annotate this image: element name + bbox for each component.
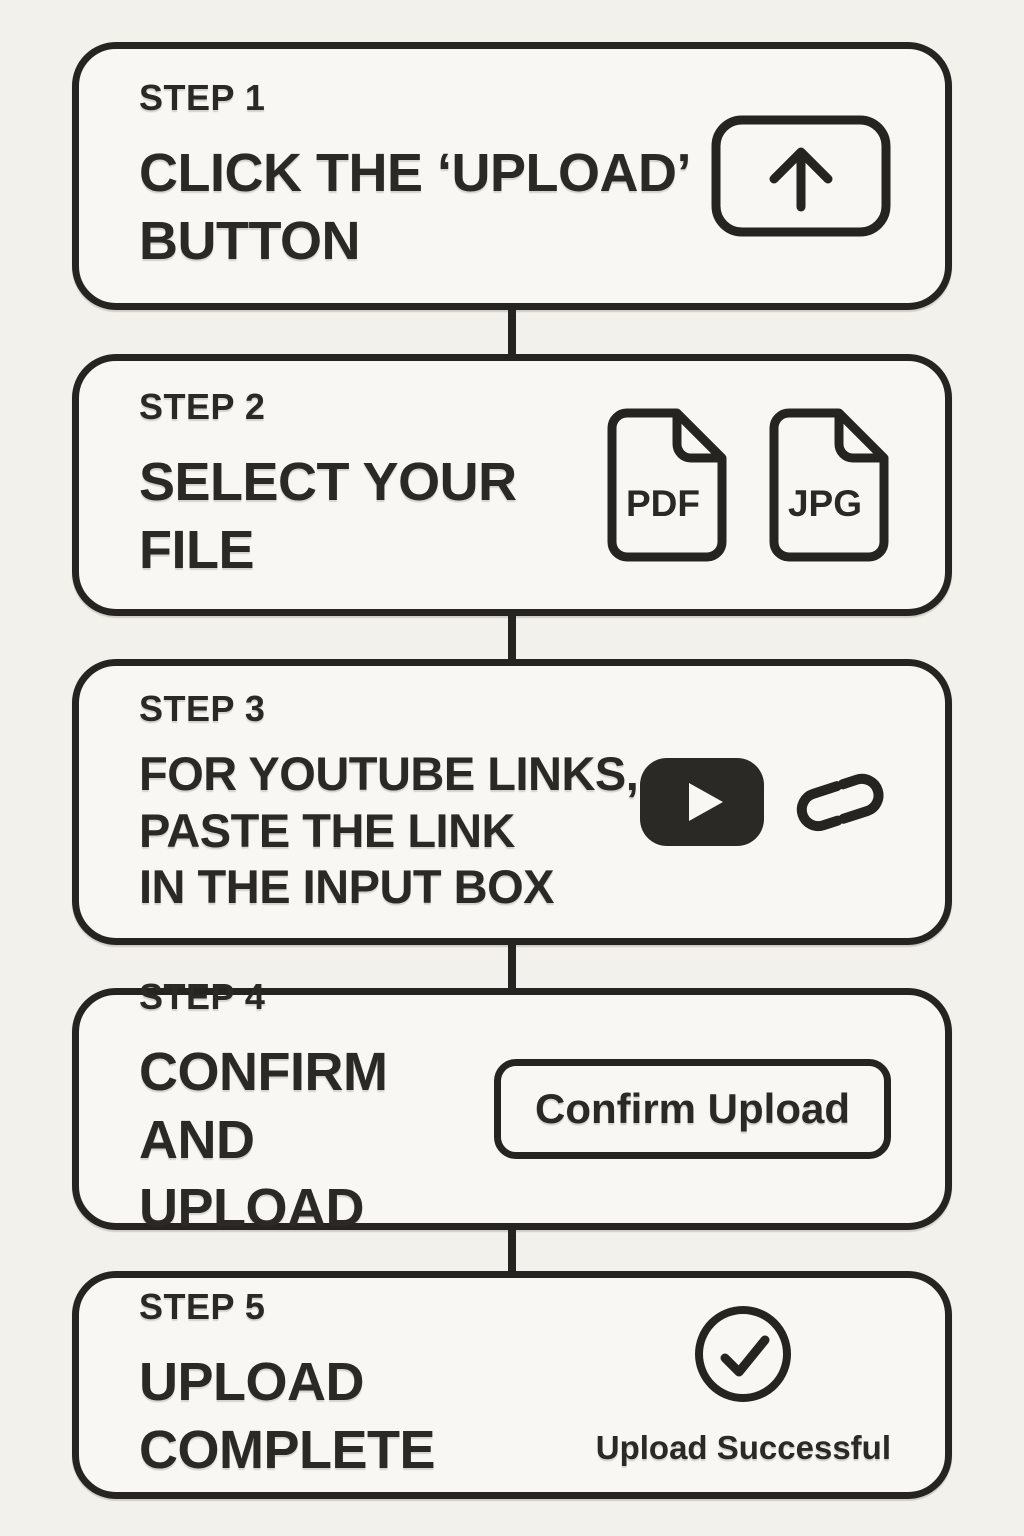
upload-status-text: Upload Successful [595,1429,891,1466]
connector-step1-step2 [508,310,516,354]
check-circle-icon [695,1306,792,1402]
step-1-text: STEP 1 CLICK THE ‘UPLOAD’ BUTTON [139,77,711,275]
jpg-file-icon: JPG [769,408,889,562]
step-4-title: CONFIRM AND UPLOAD [139,1041,388,1239]
upload-button-icon[interactable] [711,115,891,237]
pdf-file-icon: PDF [607,408,727,562]
youtube-play-icon [640,758,764,846]
connector-step4-step5 [508,1230,516,1271]
step-1-title: CLICK THE ‘UPLOAD’ BUTTON [139,142,692,271]
step-3-title: FOR YOUTUBE LINKS, PASTE THE LINK IN THE… [139,746,639,914]
step-3-visual [639,757,891,847]
step-4-visual: Confirm Upload [494,1059,891,1159]
step-1-visual [711,115,891,237]
confirm-upload-button[interactable]: Confirm Upload [494,1059,891,1159]
step-5-text: STEP 5 UPLOAD COMPLETE [139,1286,596,1484]
step-5-card: STEP 5 UPLOAD COMPLETE Upload Successful [72,1271,952,1499]
step-3-text: STEP 3 FOR YOUTUBE LINKS, PASTE THE LINK… [139,688,639,917]
step-5-label: STEP 5 [139,1285,266,1327]
connector-step3-step4 [508,945,516,988]
step-5-title: UPLOAD COMPLETE [139,1351,436,1480]
step-4-label: STEP 4 [139,975,266,1017]
jpg-file-label: JPG [788,483,862,524]
step-1-card: STEP 1 CLICK THE ‘UPLOAD’ BUTTON [72,42,952,310]
step-3-card: STEP 3 FOR YOUTUBE LINKS, PASTE THE LINK… [72,659,952,945]
step-4-card: STEP 4 CONFIRM AND UPLOAD Confirm Upload [72,976,952,1238]
step-1-label: STEP 1 [139,76,266,118]
link-icon [796,773,884,832]
step-2-title: SELECT YOUR FILE [139,451,517,580]
step-3-label: STEP 3 [139,687,266,729]
step-4-text: STEP 4 CONFIRM AND UPLOAD [139,976,494,1242]
pdf-file-label: PDF [626,483,700,524]
step-2-visual: PDF JPG [601,406,891,564]
upload-steps-flow: STEP 1 CLICK THE ‘UPLOAD’ BUTTON STEP 2 … [72,42,952,1499]
step-5-visual: Upload Successful [596,1303,891,1467]
step-2-text: STEP 2 SELECT YOUR FILE [139,386,601,584]
connector-step2-step3 [508,616,516,659]
step-2-label: STEP 2 [139,385,266,427]
step-2-card: STEP 2 SELECT YOUR FILE PDF JPG [72,354,952,616]
